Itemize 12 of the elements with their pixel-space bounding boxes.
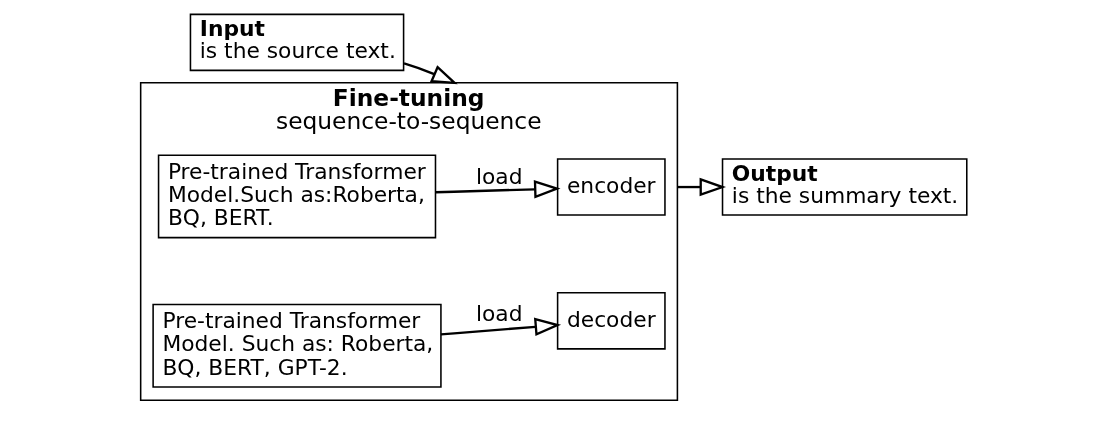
node-box: encoder	[556, 158, 666, 216]
arrow	[440, 317, 561, 337]
node-box: Pre-trained Transformer Model.Such as:Roberta, BQ, BERT.	[157, 154, 436, 239]
arrow	[403, 62, 458, 85]
node-box: decoder	[556, 292, 666, 350]
node-box: Input is the source text.	[189, 13, 404, 72]
arrow	[676, 177, 726, 197]
edge-label: load	[475, 301, 523, 327]
node-box: Pre-trained Transformer Model. Such as: Roberta, BQ, BERT, GPT-2.	[151, 303, 442, 388]
arrow	[434, 180, 560, 199]
edge-label: load	[475, 164, 523, 190]
node-box: Output is the summary text.	[721, 158, 968, 216]
